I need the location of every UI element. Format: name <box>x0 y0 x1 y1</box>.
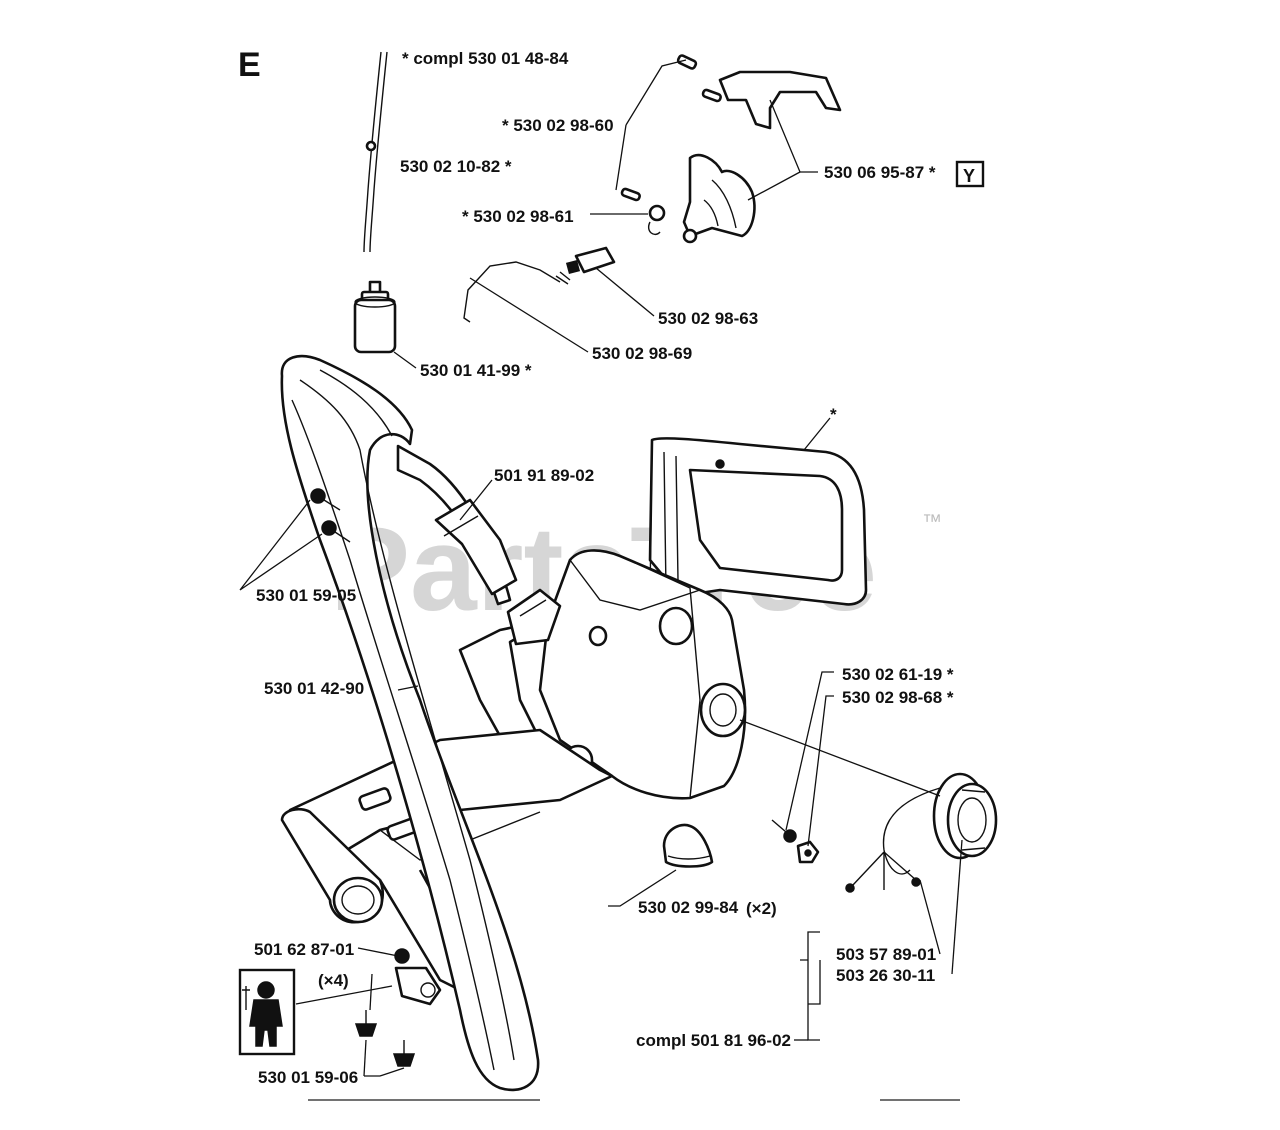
label-530-01-42-90: 530 01 42-90 <box>264 679 364 698</box>
label-530-02-10-82: 530 02 10-82 * <box>400 157 512 176</box>
label-530-02-98-60: * 530 02 98-60 <box>502 116 614 135</box>
screw-530-01-59-05-b <box>321 520 351 543</box>
label-530-02-61-19: 530 02 61-19 * <box>842 665 954 684</box>
technician-service-icon <box>238 968 296 1056</box>
leader-lines <box>239 59 963 1077</box>
section-letter: E <box>238 46 261 84</box>
screw-530-01-59-06-b <box>392 1040 416 1067</box>
fuel-cap-assembly <box>845 772 998 893</box>
bracket-washer <box>394 966 442 1006</box>
part-labels: * compl 530 01 48-84 * 530 02 98-60 530 … <box>254 49 954 1087</box>
screw-530-01-59-06-a <box>354 1010 378 1037</box>
throttle-rod <box>463 261 571 323</box>
handle-tube <box>434 498 518 596</box>
rod-grommet <box>565 246 616 275</box>
label-530-02-99-84: 530 02 99-84 <box>638 898 739 917</box>
label-530-02-98-68: 530 02 98-68 * <box>842 688 954 707</box>
label-501-62-87-01: 501 62 87-01 <box>254 940 354 959</box>
label-530-01-41-99: 530 01 41-99 * <box>420 361 532 380</box>
label-star-handle: * <box>830 405 837 424</box>
label-503-26-30-11: 503 26 30-11 <box>836 966 935 985</box>
label-qty-x4: (×4) <box>318 971 349 990</box>
screw-530-02-61-19 <box>771 819 797 843</box>
label-530-01-59-05: 530 01 59-05 <box>256 586 356 605</box>
fuel-filter <box>353 280 397 354</box>
label-compl-530-01-48-84: * compl 530 01 48-84 <box>402 49 569 68</box>
label-530-02-98-69: 530 02 98-69 <box>592 344 692 363</box>
nut-530-02-98-68 <box>796 840 820 864</box>
fuel-hose <box>363 51 388 253</box>
label-530-06-95-87: 530 06 95-87 * <box>824 163 936 182</box>
label-530-02-98-63: 530 02 98-63 <box>658 309 758 328</box>
screw-530-01-59-05-a <box>310 488 341 511</box>
watermark-trademark: ™ <box>922 511 942 533</box>
throttle-trigger-assembly <box>620 54 842 244</box>
av-element-cone <box>662 823 714 868</box>
y-marker-text: Y <box>963 166 975 186</box>
label-530-01-59-06: 530 01 59-06 <box>258 1068 358 1087</box>
label-compl-501-81-96-02: compl 501 81 96-02 <box>636 1031 791 1050</box>
rear-handle-housing <box>280 437 868 1002</box>
label-501-91-89-02: 501 91 89-02 <box>494 466 594 485</box>
label-503-57-89-01: 503 57 89-01 <box>836 945 936 964</box>
y-marker-box: Y <box>955 160 985 188</box>
label-530-02-98-61: * 530 02 98-61 <box>462 207 574 226</box>
label-qty-x2: (×2) <box>746 899 777 918</box>
